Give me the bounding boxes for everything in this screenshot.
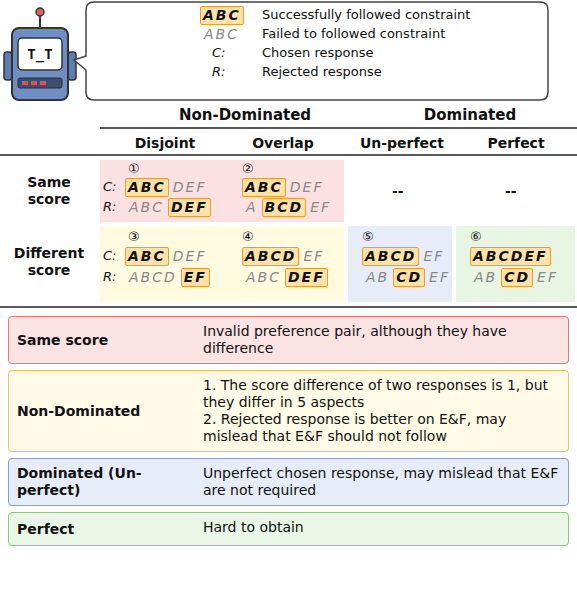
followed-constraints: DEF: [168, 198, 211, 217]
box-text: 2. Rejected response is better on E&F, m…: [203, 411, 560, 445]
response-line: ABCDEF: [242, 268, 328, 287]
failed-constraints: AB: [470, 268, 501, 287]
followed-constraints: CD: [501, 268, 533, 287]
legend-text: Successfully followed constraint: [262, 6, 470, 24]
explanation-box: Non-Dominated1. The score difference of …: [8, 370, 569, 452]
followed-constraints: ABCD: [362, 247, 419, 266]
box-body: Hard to obtain: [203, 519, 560, 539]
box-text: Hard to obtain: [203, 519, 560, 536]
response-line: ABCDEF: [125, 178, 210, 197]
followed-constraints: ABCDEF: [470, 247, 551, 266]
callout-number: ⑥: [470, 228, 482, 246]
response-line: ABCDEF: [470, 268, 562, 287]
box-text: Invalid preference pair, although they h…: [203, 323, 560, 357]
followed-constraints: EF: [181, 268, 210, 287]
explanation-box: PerfectHard to obtain: [8, 512, 569, 546]
callout-number: ①: [128, 160, 140, 178]
response-key: R:: [103, 268, 116, 286]
box-text: 1. The score difference of two responses…: [203, 377, 560, 411]
response-line: ABCDEF: [362, 268, 454, 287]
column-group-header: Non-Dominated: [165, 106, 325, 124]
followed-constraints: ABC: [125, 178, 169, 197]
failed-constraints: A: [242, 198, 262, 217]
callout-number: ②: [242, 160, 254, 178]
response-line: ABCDEF: [242, 178, 327, 197]
table-rule: [100, 127, 577, 129]
column-header: Perfect: [460, 134, 572, 152]
failed-constraints: AB: [362, 268, 393, 287]
explanation-box: Same scoreInvalid preference pair, altho…: [8, 316, 569, 364]
failed-constraints: EF: [425, 268, 454, 287]
unperfect-region: [348, 226, 452, 302]
speech-bubble: [74, 2, 548, 100]
followed-constraints: ABC: [200, 6, 244, 25]
response-line: ABCDEF: [242, 198, 335, 217]
failed-constraints: EF: [306, 198, 335, 217]
response-line: ABCDEF: [125, 247, 210, 266]
callout-number: ③: [128, 228, 140, 246]
table-rule: [0, 154, 577, 156]
box-body: Invalid preference pair, although they h…: [203, 323, 560, 357]
failed-constraints: EF: [299, 247, 328, 266]
same-score-region: [100, 160, 344, 222]
followed-constraints: CD: [393, 268, 425, 287]
legend-text: Chosen response: [262, 44, 373, 62]
response-key: C:: [103, 178, 116, 196]
followed-constraints: BCD: [262, 198, 307, 217]
response-line: ABCDEF: [470, 247, 551, 266]
perfect-region: [456, 226, 575, 302]
box-heading: Dominated (Un-perfect): [17, 465, 203, 499]
legend-key: C:: [212, 44, 225, 62]
response-line: ABCDEF: [242, 247, 328, 266]
robot-face: T_T: [18, 45, 62, 63]
failed-constraints: ABCD: [125, 268, 181, 287]
robot-icon: [4, 8, 76, 100]
box-text: Unperfect chosen response, may mislead t…: [203, 465, 560, 499]
followed-constraints: ABC: [125, 247, 169, 266]
row-header: Different score: [6, 245, 92, 279]
non-dominated-region: [100, 226, 344, 302]
failed-constraints: EF: [419, 247, 448, 266]
legend-key: R:: [212, 63, 225, 81]
response-line: ABC: [200, 25, 243, 44]
row-header: Same score: [6, 174, 92, 208]
box-body: Unperfect chosen response, may mislead t…: [203, 465, 560, 499]
failed-constraints: ABC: [242, 268, 285, 287]
column-header: Overlap: [228, 134, 338, 152]
response-key: R:: [103, 198, 116, 216]
failed-constraints: ABC: [200, 25, 243, 44]
callout-number: ⑤: [362, 228, 374, 246]
empty-cell: --: [392, 182, 404, 200]
response-line: ABCDEF: [362, 247, 448, 266]
table-rule: [0, 306, 577, 308]
response-key: C:: [103, 247, 116, 265]
legend-text: Rejected response: [262, 63, 382, 81]
failed-constraints: DEF: [286, 178, 328, 197]
empty-cell: --: [505, 182, 517, 200]
followed-constraints: DEF: [285, 268, 328, 287]
column-header: Disjoint: [110, 134, 220, 152]
callout-number: ④: [242, 228, 254, 246]
box-heading: Perfect: [17, 519, 203, 539]
failed-constraints: EF: [533, 268, 562, 287]
followed-constraints: ABCD: [242, 247, 299, 266]
box-body: 1. The score difference of two responses…: [203, 377, 560, 445]
column-header: Un-perfect: [350, 134, 454, 152]
explanation-box: Dominated (Un-perfect)Unperfect chosen r…: [8, 458, 569, 506]
legend-text: Failed to followed constraint: [262, 25, 445, 43]
column-group-header: Dominated: [395, 106, 545, 124]
box-heading: Same score: [17, 323, 203, 357]
box-heading: Non-Dominated: [17, 377, 203, 445]
response-line: ABC: [200, 6, 244, 25]
failed-constraints: DEF: [169, 247, 211, 266]
failed-constraints: ABC: [125, 198, 168, 217]
response-line: ABCDEF: [125, 198, 211, 217]
response-line: ABCDEF: [125, 268, 210, 287]
failed-constraints: DEF: [169, 178, 211, 197]
followed-constraints: ABC: [242, 178, 286, 197]
